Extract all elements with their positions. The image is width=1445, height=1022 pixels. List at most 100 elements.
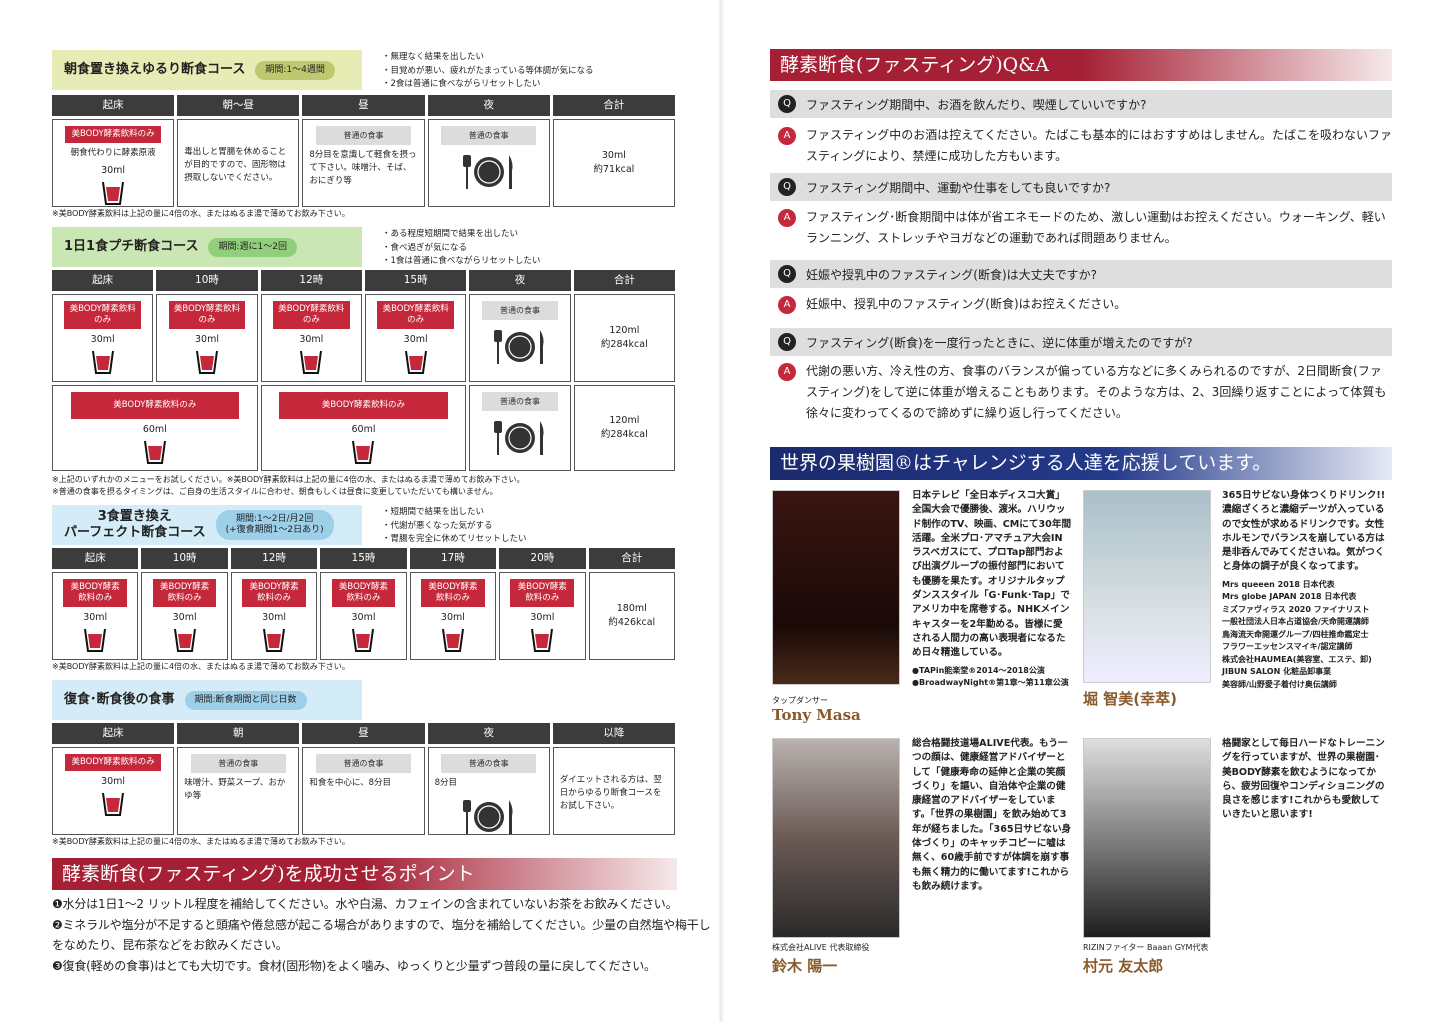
question-text: ファスティング期間中、運動や仕事をしても良いですか?	[806, 180, 1111, 195]
meal-note: 和食を中心に、8分目	[309, 778, 392, 788]
drink-label: 美BODY酵素飲料のみ	[421, 579, 485, 607]
question-text: 妊娠や授乳中のファスティング(断食)は大丈夫ですか?	[806, 267, 1098, 282]
points-list: ❶水分は1日1～2 リットル程度を補給してください。水や白湯、カフェインの含まれ…	[52, 894, 714, 976]
table-cell: 美BODY酵素飲料のみ 30ml	[52, 747, 175, 835]
drink-amount: 30ml	[530, 612, 555, 623]
column-header: 昼	[302, 95, 425, 116]
table-cell: 普通の食事和食を中心に、8分目	[302, 747, 425, 835]
course-title: 復食･断食後の食事	[64, 692, 175, 707]
glass-icon	[91, 349, 115, 378]
glass-icon	[195, 349, 219, 378]
glass-icon	[530, 627, 554, 656]
glass-icon	[143, 439, 167, 468]
course-header: 3食置き換え パーフェクト断食コース期間:1～2日/月2回 (+復食期間1～2日…	[52, 505, 362, 545]
question-mark-icon: Q	[778, 265, 796, 283]
course-bullets: ・ある程度短期間で結果を出したい・食べ過ぎが気になる・1食は普通に食べながらリセ…	[382, 228, 540, 269]
drink-amount: 30ml	[101, 776, 126, 787]
course-header: 朝食置き換えゆるり断食コース期間:1～4週間	[52, 50, 362, 90]
answer-text: ファスティング･断食期間中は体が省エネモードのため、激しい運動はお控えください。…	[806, 210, 1386, 245]
meal-label: 普通の食事	[481, 301, 559, 320]
answer-text: ファスティング中のお酒は控えてください。たばこも基本的にはおすすめはしません。た…	[806, 128, 1392, 163]
total-value: 120ml	[609, 325, 640, 336]
bio-text: 日本テレビ「全日本ディスコ大賞」全国大会で優勝後、渡米。ハリウッド制作のTV、映…	[912, 490, 1072, 659]
table-footnote: ※美BODY酵素飲料は上記の量に4倍の水、またはぬるま湯で薄めてお飲み下さい。	[52, 209, 350, 218]
column-header: 合計	[573, 270, 675, 291]
credential-item: Mrs queeen 2018 日本代表	[1222, 579, 1335, 589]
plate-icon	[461, 153, 517, 194]
column-header: 夜	[427, 723, 550, 744]
table-cell: 120ml 約284kcal	[573, 294, 675, 382]
answer-text: 代謝の悪い方、冷え性の方、食事のバランスが偏っている方などに多くみられるのですが…	[806, 364, 1387, 420]
column-header: 起床	[52, 548, 139, 569]
course-title: 朝食置き換えゆるり断食コース	[64, 62, 246, 77]
drink-label: 美BODY酵素飲料のみ	[65, 126, 161, 143]
cell-text: 毒出しと胃腸を休めることが目的ですので、固形物は摂取しないでください。	[184, 146, 287, 183]
supporter-role: 株式会社ALIVE 代表取締役	[772, 943, 870, 952]
glass-icon	[351, 439, 375, 468]
table-footnote: ※美BODY酵素飲料は上記の量に4倍の水、またはぬるま湯で薄めてお飲み下さい。	[52, 662, 350, 671]
plate-icon	[461, 798, 517, 839]
table-cell: 美BODY酵素飲料のみ 30ml	[365, 294, 467, 382]
drink-label: 美BODY酵素飲料のみ	[152, 579, 217, 607]
period-badge: 期間:1～4週間	[255, 60, 335, 80]
points-banner: 酵素断食(ファスティング)を成功させるポイント	[52, 858, 677, 890]
table-cell: 毒出しと胃腸を休めることが目的ですので、固形物は摂取しないでください。	[177, 119, 300, 207]
supporter-bio: 365日サビない身体つくりドリンク!!濃縮ざくろと濃縮デーツが入っているので女性…	[1222, 489, 1387, 691]
glass-icon	[173, 627, 197, 656]
drink-note: 朝食代わりに酵素原液	[70, 148, 156, 158]
supporter-name: 鈴木 陽一	[772, 957, 838, 975]
column-header: 10時	[156, 270, 258, 291]
portrait-photo	[1083, 490, 1211, 683]
drink-label: 美BODY酵素飲料のみ	[64, 301, 142, 329]
column-header: 合計	[588, 548, 675, 569]
drink-label: 美BODY酵素飲料のみ	[168, 301, 246, 329]
meal-label: 普通の食事	[441, 754, 537, 773]
table-cell: 普通の食事	[469, 385, 571, 471]
drink-amount: 30ml	[403, 334, 428, 345]
total-value: 約284kcal	[600, 429, 648, 440]
credential-item: 鳥海流天命開運グループ/四柱推命鑑定士	[1222, 629, 1369, 639]
credential-item: 株式会社HAUMEA(美容室、エステ、卸)	[1222, 654, 1372, 664]
bullet-item: ・食べ過ぎが気になる	[382, 242, 468, 253]
column-header: 以降	[552, 723, 675, 744]
page-fold	[718, 0, 724, 1022]
bullet-item: ・1食は普通に食べながらリセットしたい	[382, 256, 541, 266]
bullet-item: ・ある程度短期間で結果を出したい	[382, 229, 519, 239]
total-value: 約284kcal	[600, 339, 648, 350]
course-bullets: ・無理なく結果を出したい・目覚めが悪い、疲れがたまっている等体調が気になる・2食…	[382, 51, 593, 92]
column-header: 12時	[260, 270, 362, 291]
total-value: 120ml	[609, 415, 640, 426]
drink-amount: 30ml	[83, 612, 108, 623]
question-row: Q 妊娠や授乳中のファスティング(断食)は大丈夫ですか?	[770, 260, 1392, 288]
drink-label: 美BODY酵素飲料のみ	[377, 301, 455, 329]
supporter-name: Tony Masa	[772, 706, 861, 724]
drink-amount: 30ml	[299, 334, 324, 345]
bullet-item: ・無理なく結果を出したい	[382, 52, 485, 62]
bullet-item: ・2食は普通に食べながらリセットしたい	[382, 79, 541, 89]
credential-item: ミズファヴィラス 2020 ファイナリスト	[1222, 604, 1370, 614]
glass-icon	[299, 349, 323, 378]
plate-icon	[492, 328, 548, 369]
credential-item: ●BroadwayNight®第1章～第11章公演	[912, 678, 1069, 688]
drink-label: 美BODY酵素飲料のみ	[65, 754, 161, 771]
drink-label: 美BODY酵素飲料のみ	[331, 579, 396, 607]
portrait-photo	[772, 490, 900, 685]
point-item: ❷ミネラルや塩分が不足すると頭痛や倦怠感が起こる場合がありますので、塩分を補給し…	[52, 917, 711, 953]
credential-item: 一般社団法人日本占道協会/天命開運講師	[1222, 617, 1369, 627]
question-text: ファスティング(断食)を一度行ったときに、逆に体重が増えたのですが?	[806, 335, 1193, 350]
supporter-name: 堀 智美(幸萃)	[1083, 690, 1177, 708]
question-mark-icon: Q	[778, 333, 796, 351]
table-footnote: ※普通の食事を摂るタイミングは、ご自身の生活スタイルに合わせ、朝食もしくは昼食に…	[52, 487, 498, 496]
course-bullets: ・短期間で結果を出したい・代謝が悪くなった気がする・胃腸を完全に休めてリセットし…	[382, 506, 527, 547]
supporter-role: タップダンサー	[772, 696, 828, 705]
glass-icon	[101, 180, 125, 209]
point-item: ❸復食(軽めの食事)はとても大切です。食材(固形物)をよく噛み、ゆっくりと少量ず…	[52, 958, 656, 973]
column-header: 15時	[365, 270, 467, 291]
